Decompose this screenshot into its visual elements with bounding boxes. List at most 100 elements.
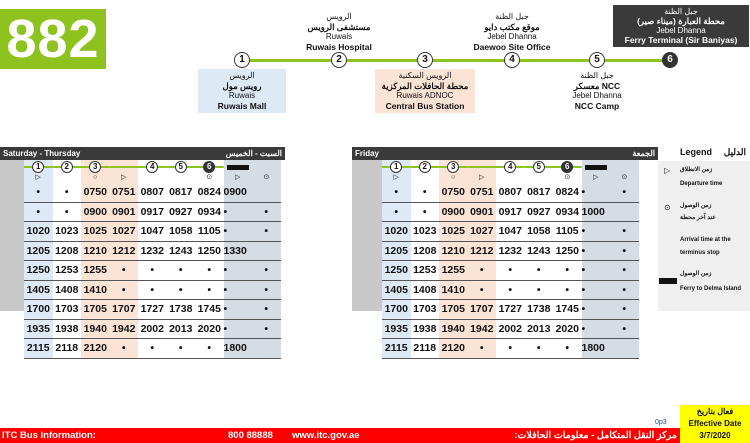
time-cell: • [610, 280, 639, 300]
stop-header [610, 160, 639, 173]
time-cell: 1745 [195, 300, 224, 320]
time-cell: 1243 [166, 242, 195, 261]
stop-en-area: Jebel Dhanna [487, 32, 537, 41]
legend-dep-en: Departure time [680, 181, 723, 187]
time-cell: • [581, 319, 610, 339]
time-cell: • [610, 222, 639, 242]
symbol-cell: ⊙ [206, 174, 213, 181]
time-cell: 1942 [109, 319, 138, 339]
stop-ar-area: الرويس [229, 71, 255, 80]
time-cell: 2118 [52, 339, 81, 359]
stop-ar: محطة الحافلات المركزية [381, 81, 469, 91]
effective-en: Effective Date [688, 419, 742, 428]
time-cell: 0751 [467, 183, 496, 203]
time-cell: • [252, 261, 281, 281]
stop-ar: مستشفى الرويس [307, 22, 371, 32]
time-cell: • [410, 203, 439, 222]
time-cell: 1212 [467, 241, 496, 261]
code-label: 0p3 [655, 419, 667, 426]
time-cell: • [524, 281, 553, 300]
stop-ar-area: الرويس [326, 12, 352, 21]
time-cell: 1020 [382, 222, 411, 242]
time-cell: 1405 [24, 280, 53, 300]
time-cell: 1205 [382, 241, 411, 261]
time-cell: 1938 [52, 320, 81, 339]
stop-en-area: Ruwais ADNOC [396, 91, 454, 100]
stop-en-area: Ruwais [228, 91, 256, 100]
time-cell: 1250 [24, 261, 53, 281]
time-cell: • [24, 202, 53, 222]
time-cell: 1232 [496, 242, 525, 261]
time-cell: • [223, 222, 252, 242]
legend-ferry-en: Ferry to Delma Island [680, 286, 742, 292]
symbol-cell: ○ [439, 173, 468, 183]
time-cell: • [252, 202, 281, 222]
effective-date-box: فعال بتاريخ Effective Date 3/7/2020 [680, 405, 750, 443]
stop-number: 4 [504, 161, 517, 173]
time-cell: • [52, 183, 81, 203]
route-line [242, 59, 670, 62]
symbol-cell: ▷ [24, 173, 53, 183]
footer-website[interactable]: www.itc.gov.ae [292, 430, 360, 441]
time-cell: • [109, 261, 138, 281]
legend-dep-ar: زمن الانطلاق [680, 167, 713, 173]
time-cell: • [524, 339, 553, 359]
time-cell: 1255 [81, 261, 110, 281]
time-cell: 0900 [223, 183, 252, 203]
time-cell: 1058 [524, 222, 553, 242]
ferry-icon [584, 165, 607, 170]
stop-number: 5 [532, 161, 545, 173]
departure-icon: ▷ [664, 166, 671, 175]
stop-number: 2 [60, 161, 73, 173]
time-cell: 0807 [138, 183, 167, 203]
time-cell: • [581, 280, 610, 300]
time-cell: 2013 [524, 320, 553, 339]
time-cell: 0817 [524, 183, 553, 203]
footer-phone[interactable]: 800 88888 [228, 430, 273, 441]
time-cell: 1940 [439, 319, 468, 339]
legend-arr-ar: زمن الوصول [680, 203, 712, 209]
time-cell: • [467, 339, 496, 359]
symbol-cell [525, 173, 554, 183]
time-cell: 1745 [553, 300, 582, 320]
time-cell: • [610, 300, 639, 320]
time-cell: 1940 [81, 319, 110, 339]
time-cell: 2013 [166, 320, 195, 339]
symbol-cell [53, 173, 82, 183]
time-cell [252, 241, 281, 261]
time-cell: 1025 [81, 222, 110, 242]
stop-number: 1 [32, 161, 45, 173]
time-cell: 1208 [410, 242, 439, 261]
legend-arr-en2: terminus stop [680, 250, 720, 256]
time-cell: 1938 [410, 320, 439, 339]
time-cell: 1935 [382, 319, 411, 339]
time-cell: 1243 [524, 242, 553, 261]
ferry-icon [226, 165, 249, 170]
time-cell: 1210 [81, 241, 110, 261]
time-cell: 0750 [439, 183, 468, 203]
ferry-icon [659, 278, 677, 284]
symbol-cell: ⊙ [564, 174, 571, 181]
stop-header [109, 160, 138, 173]
time-cell: 1027 [467, 222, 496, 242]
symbol-cell [496, 173, 525, 183]
time-cell: 1727 [496, 300, 525, 320]
arrival-icon: ⊙ [664, 203, 671, 212]
time-cell: 1210 [439, 241, 468, 261]
time-cell: 1410 [81, 280, 110, 300]
time-cell: • [195, 261, 224, 281]
time-cell: 0824 [553, 183, 582, 203]
stop-ar-area: الرويس السكنية [398, 71, 452, 80]
time-cell: 1738 [166, 300, 195, 320]
stop-en-area: Jebel Dhanna [656, 26, 706, 35]
time-cell: 0900 [439, 202, 468, 222]
time-cell: • [382, 202, 411, 222]
stop-header: 6 [195, 160, 224, 173]
stop-en: Central Bus Station [385, 101, 465, 111]
time-cell: • [195, 281, 224, 300]
stop-en-area: Jebel Dhanna [572, 91, 622, 100]
